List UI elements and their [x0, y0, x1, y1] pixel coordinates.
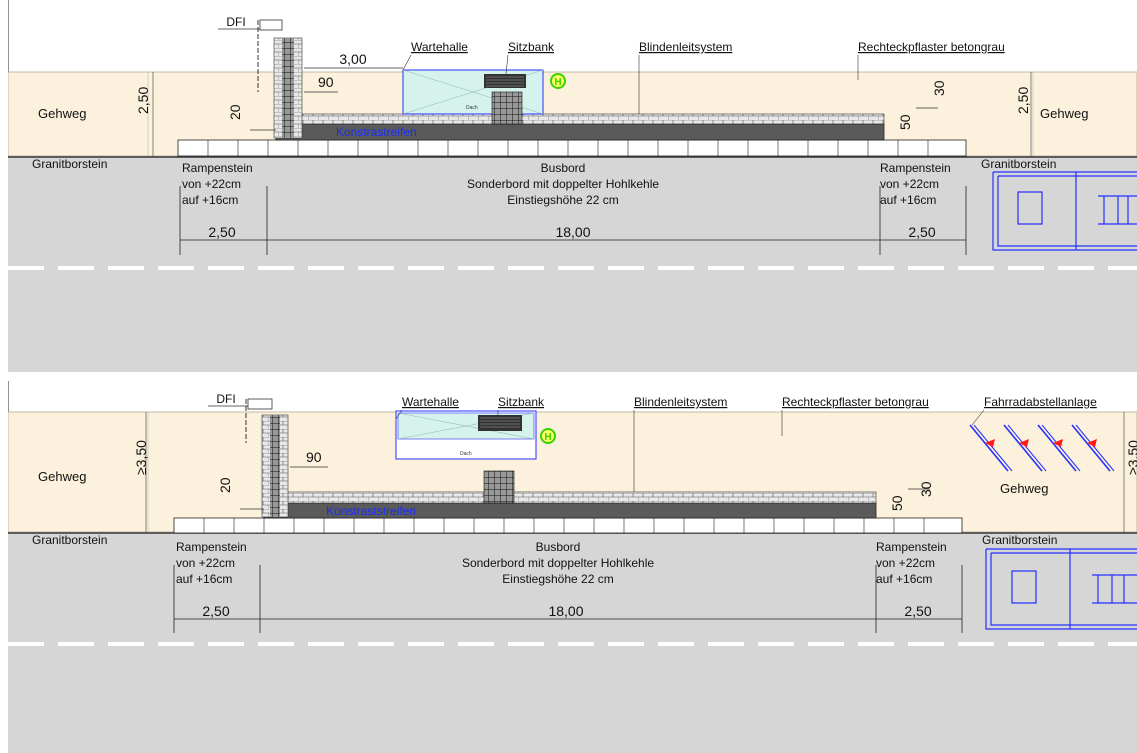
bench-slats	[480, 417, 520, 428]
tactile-paving-row	[275, 113, 885, 125]
dim-90: 90	[306, 449, 322, 465]
road-area	[8, 156, 1137, 372]
label-fahrrad: Fahrradabstellanlage	[984, 395, 1097, 409]
label-blindenleitsystem: Blindenleitsystem	[634, 395, 727, 409]
width-right: ≥3,50	[1125, 440, 1137, 475]
bottom-plan: Konstraststreifen DFI Dach H Wartehalle …	[8, 381, 1137, 753]
tactile-column-core	[270, 415, 280, 517]
svg-text:auf +16cm: auf +16cm	[176, 572, 232, 586]
dim-20: 20	[227, 104, 243, 120]
rampe-left: Rampenstein von +22cm auf +16cm	[182, 161, 253, 207]
shelter-roof-label: Dach	[466, 105, 478, 111]
svg-text:Einstiegshöhe 22 cm: Einstiegshöhe 22 cm	[507, 193, 618, 207]
len-mid: 18,00	[548, 603, 583, 619]
svg-text:auf +16cm: auf +16cm	[876, 572, 932, 586]
granit-left: Granitborstein	[32, 533, 107, 547]
svg-text:Rampenstein: Rampenstein	[876, 540, 947, 554]
bus-outline-icon	[992, 171, 1137, 251]
len-left: 2,50	[202, 603, 229, 619]
curb-stones	[177, 139, 967, 157]
label-blindenleitsystem: Blindenleitsystem	[639, 40, 732, 54]
len-right: 2,50	[904, 603, 931, 619]
width-left: ≥3,50	[133, 440, 149, 475]
dim-20: 20	[217, 477, 233, 493]
svg-text:Busbord: Busbord	[536, 540, 581, 554]
bus-outline-icon	[985, 548, 1137, 630]
label-sitzbank: Sitzbank	[498, 395, 545, 409]
dfi-label: DFI	[216, 392, 235, 406]
bench-slats	[486, 76, 524, 87]
rampe-right: Rampenstein von +22cm auf +16cm	[880, 161, 951, 207]
granit-right: Granitborstein	[981, 157, 1056, 171]
busbord: Busbord Sonderbord mit doppelter Hohlkeh…	[467, 161, 659, 207]
top-plan: Konstrastreifen DFI Dach H Wartehalle Si…	[8, 0, 1137, 372]
svg-text:auf +16cm: auf +16cm	[182, 193, 238, 207]
label-wartehalle: Wartehalle	[411, 40, 468, 54]
granit-left: Granitborstein	[32, 157, 107, 171]
dim-90: 90	[318, 74, 334, 90]
width-right: 2,50	[1015, 87, 1031, 114]
leader-fahrrad	[971, 409, 985, 426]
width-left: 2,50	[135, 87, 151, 114]
bus-stop-sign-icon	[550, 73, 566, 89]
svg-text:Sonderbord mit doppelter Hohlk: Sonderbord mit doppelter Hohlkehle	[462, 556, 654, 570]
dim-50: 50	[897, 114, 913, 130]
dfi-display	[247, 398, 273, 410]
curb-stone-joints	[203, 518, 925, 533]
svg-text:Rampenstein: Rampenstein	[182, 161, 253, 175]
dfi-label: DFI	[226, 15, 245, 29]
tactile-paving-row	[263, 491, 877, 504]
svg-text:auf +16cm: auf +16cm	[880, 193, 936, 207]
svg-text:von +22cm: von +22cm	[876, 556, 935, 570]
gehweg-right: Gehweg	[1040, 106, 1088, 121]
leader-wartehalle	[395, 409, 403, 420]
bus-stop-sign-icon	[540, 428, 556, 444]
leader-wartehalle	[402, 54, 412, 71]
bench	[478, 415, 522, 431]
svg-text:von +22cm: von +22cm	[176, 556, 235, 570]
label-wartehalle: Wartehalle	[402, 395, 459, 409]
curb-stone-joints	[207, 140, 929, 156]
gehweg-left: Gehweg	[38, 106, 86, 121]
svg-text:Einstiegshöhe 22 cm: Einstiegshöhe 22 cm	[502, 572, 613, 586]
bicycle-stands-icon	[969, 424, 1115, 472]
dim-50: 50	[889, 495, 905, 511]
rampe-left: Rampenstein von +22cm auf +16cm	[176, 540, 247, 586]
granit-right: Granitborstein	[982, 533, 1057, 547]
svg-text:von +22cm: von +22cm	[880, 177, 939, 191]
length-dimension	[173, 565, 963, 633]
bus-stop-sign-letter: H	[544, 432, 551, 443]
bus-stop-sign-letter: H	[554, 77, 561, 88]
bottom-plan-drawing: Konstraststreifen DFI Dach H Wartehalle …	[8, 381, 1137, 753]
bench	[484, 74, 526, 88]
svg-text:Busbord: Busbord	[541, 161, 586, 175]
tactile-decision-field	[491, 91, 523, 125]
len-right: 2,50	[908, 224, 935, 240]
svg-text:Sonderbord mit doppelter Hohlk: Sonderbord mit doppelter Hohlkehle	[467, 177, 659, 191]
shelter-roof-label: Dach	[460, 451, 472, 457]
tactile-column-core	[282, 38, 294, 138]
top-plan-drawing: Konstrastreifen DFI Dach H Wartehalle Si…	[8, 0, 1137, 372]
contrast-stripe-label: Konstraststreifen	[326, 504, 416, 518]
dfi-display	[259, 19, 283, 31]
leader-sitzbank	[505, 54, 509, 75]
busbord: Busbord Sonderbord mit doppelter Hohlkeh…	[462, 540, 654, 586]
len-left: 2,50	[208, 224, 235, 240]
contrast-stripe-label: Konstrastreifen	[336, 125, 417, 139]
curb-stones	[173, 517, 963, 534]
rampe-right: Rampenstein von +22cm auf +16cm	[876, 540, 947, 586]
label-sitzbank: Sitzbank	[508, 40, 555, 54]
len-mid: 18,00	[555, 224, 590, 240]
dim-30: 30	[931, 80, 947, 96]
length-dimension	[179, 186, 967, 255]
svg-text:von +22cm: von +22cm	[182, 177, 241, 191]
label-pflaster: Rechteckpflaster betongrau	[782, 395, 929, 409]
dim-300: 3,00	[339, 51, 366, 67]
gehweg-right: Gehweg	[1000, 481, 1048, 496]
svg-text:Rampenstein: Rampenstein	[880, 161, 951, 175]
tactile-decision-field	[483, 470, 515, 504]
svg-text:Rampenstein: Rampenstein	[176, 540, 247, 554]
label-pflaster: Rechteckpflaster betongrau	[858, 40, 1005, 54]
gehweg-left: Gehweg	[38, 469, 86, 484]
